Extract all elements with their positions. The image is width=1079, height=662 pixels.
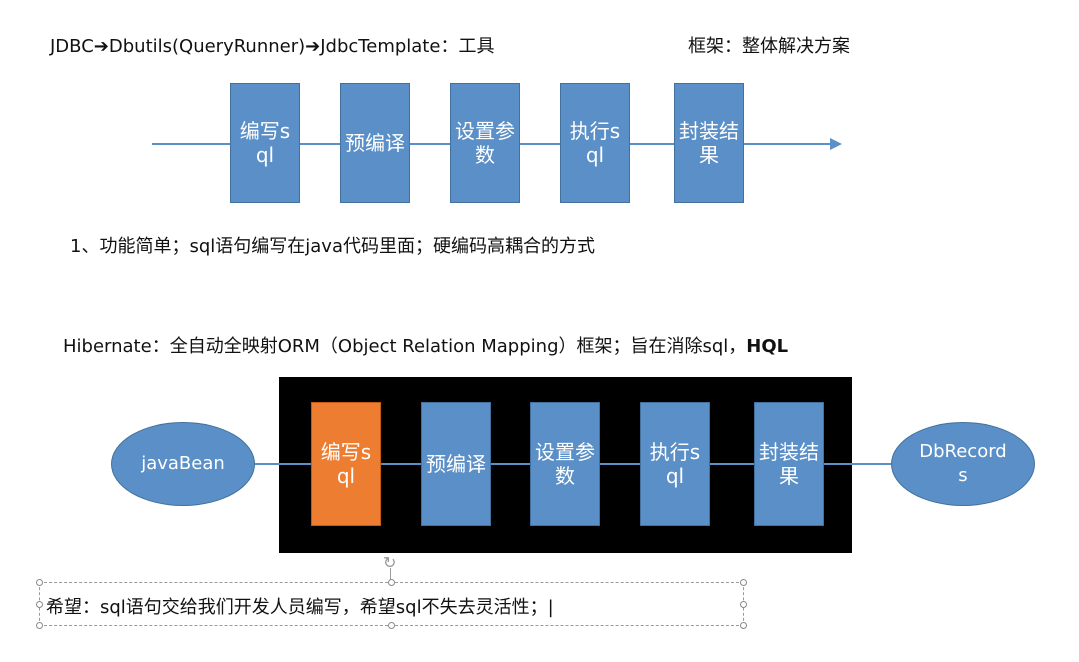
rotate-handle-icon[interactable]: ↻ bbox=[383, 553, 397, 572]
resize-handle-tr[interactable] bbox=[740, 579, 747, 586]
hql-label: HQL bbox=[746, 336, 789, 357]
resize-handle-mr[interactable] bbox=[740, 601, 747, 608]
right-arrow-icon: ➔ bbox=[305, 36, 321, 57]
hib-step-execute-sql: 执行sql bbox=[640, 402, 710, 526]
resize-handle-tl[interactable] bbox=[36, 579, 43, 586]
framework-label: 框架：整体解决方案 bbox=[688, 36, 850, 57]
step-box-set-params: 设置参数 bbox=[450, 83, 520, 203]
hib-step-precompile: 预编译 bbox=[421, 402, 491, 526]
chain-jdbctemplate: JdbcTemplate bbox=[320, 36, 441, 57]
step-box-write-sql: 编写sql bbox=[230, 83, 300, 203]
feature-note: 1、功能简单；sql语句编写在java代码里面；硬编码高耦合的方式 bbox=[70, 236, 595, 257]
chain-jdbc: JDBC bbox=[50, 36, 94, 57]
step-box-wrap-result: 封装结果 bbox=[674, 83, 744, 203]
resize-handle-ml[interactable] bbox=[36, 601, 43, 608]
hib-step-wrap-result: 封装结果 bbox=[754, 402, 824, 526]
right-arrow-icon: ➔ bbox=[93, 36, 109, 57]
wish-text[interactable]: 希望：sql语句交给我们开发人员编写，希望sql不失去灵活性；| bbox=[46, 597, 554, 618]
step-box-precompile: 预编译 bbox=[340, 83, 410, 203]
arrow-head-icon bbox=[830, 138, 842, 150]
dbrecords-node: DbRecords bbox=[891, 422, 1035, 506]
chain-suffix: ：工具 bbox=[440, 36, 495, 57]
hibernate-intro: Hibernate：全自动全映射ORM（Object Relation Mapp… bbox=[63, 336, 789, 357]
resize-handle-bm[interactable] bbox=[388, 622, 395, 629]
chain-heading: JDBC➔Dbutils(QueryRunner)➔JdbcTemplate：工… bbox=[50, 32, 494, 58]
hib-step-set-params: 设置参数 bbox=[530, 402, 600, 526]
step-box-execute-sql: 执行sql bbox=[560, 83, 630, 203]
chain-dbutils: Dbutils(QueryRunner) bbox=[108, 36, 306, 57]
resize-handle-br[interactable] bbox=[740, 622, 747, 629]
rotate-stem bbox=[390, 568, 391, 582]
selected-text-box[interactable] bbox=[36, 579, 747, 629]
resize-handle-tm[interactable] bbox=[388, 579, 395, 586]
javabean-node: javaBean bbox=[111, 422, 255, 506]
resize-handle-bl[interactable] bbox=[36, 622, 43, 629]
hib-step-write-sql-highlight: 编写sql bbox=[311, 402, 381, 526]
